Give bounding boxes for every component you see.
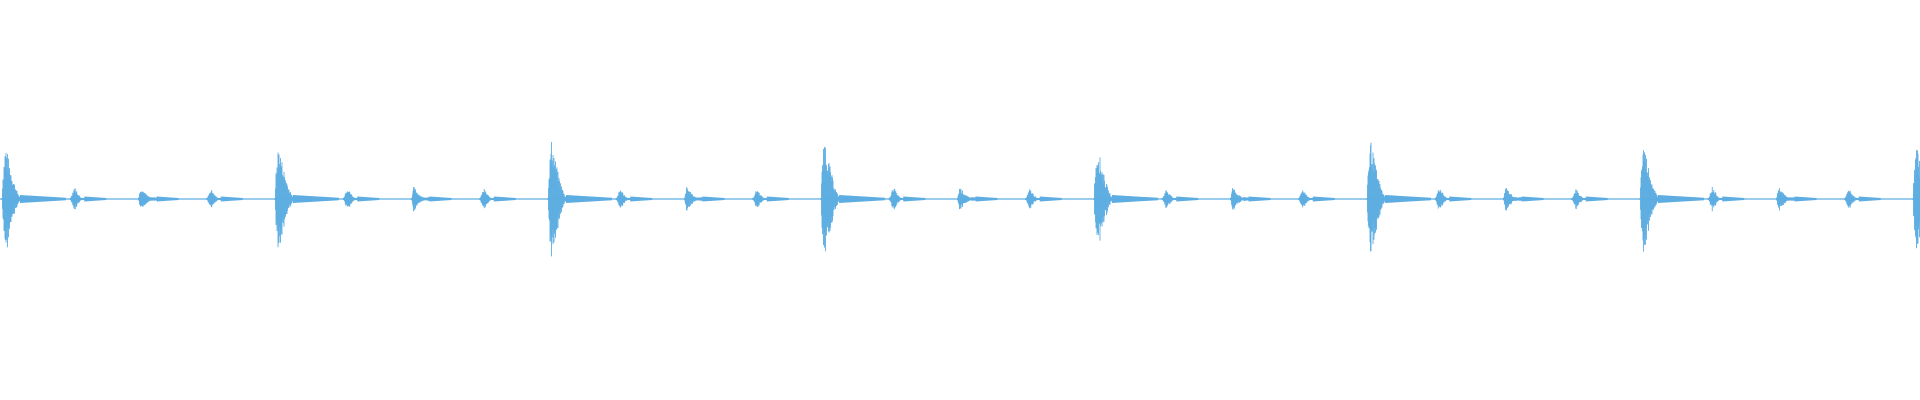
waveform-peak-swell [684, 187, 725, 211]
waveform-tail [493, 196, 516, 202]
waveform-peak-tick [1298, 190, 1335, 208]
waveform-tail [1449, 196, 1472, 202]
waveform-peak-swell [138, 191, 179, 207]
waveform-tail [220, 196, 243, 202]
waveform-tail [20, 195, 66, 203]
waveform-tail [975, 196, 998, 202]
waveform-peak-tick [752, 191, 789, 207]
waveform-tail [1039, 196, 1062, 202]
waveform-tail [1248, 196, 1271, 202]
waveform-tail [293, 195, 339, 203]
waveform-peak-tick [1571, 189, 1608, 209]
waveform-tail [1794, 196, 1817, 202]
waveform-peak-swell [1503, 188, 1544, 211]
waveform-tail [839, 195, 885, 203]
waveform-peak-kick [1912, 150, 1920, 249]
waveform-tail [903, 196, 926, 202]
waveform-peak-kick [1639, 150, 1704, 252]
waveform-peak-swell [1230, 188, 1271, 210]
waveform-peaks [1, 141, 1920, 257]
waveform-tail [84, 196, 107, 202]
waveform-tail [357, 196, 380, 202]
waveform-peak-swell [411, 187, 452, 212]
waveform-tail [1722, 196, 1745, 202]
waveform-tail [1385, 195, 1431, 203]
waveform-peak-tick [1161, 190, 1199, 208]
waveform-peak-tick [206, 190, 243, 208]
waveform-peak-kick [1093, 157, 1158, 241]
waveform-tail [1658, 195, 1704, 203]
waveform-peak-kick [274, 152, 339, 248]
waveform-tail [1521, 196, 1544, 202]
waveform-peak-kick [547, 141, 612, 257]
waveform-tail [1176, 196, 1199, 202]
waveform-tail [702, 196, 725, 202]
waveform-peak-tick [1707, 186, 1745, 212]
waveform-tail [156, 196, 179, 202]
waveform-peak-tick [888, 188, 926, 210]
waveform-tail [1112, 195, 1158, 203]
waveform-peak-tick [1025, 189, 1062, 209]
waveform-tail [1858, 196, 1881, 202]
waveform-peak-tick [1434, 189, 1472, 209]
waveform-tail [566, 195, 612, 203]
waveform-tail [766, 196, 789, 202]
waveform-tail [1585, 196, 1608, 202]
waveform-peak-kick [1366, 142, 1431, 252]
waveform-peak-tick [1844, 190, 1881, 208]
waveform-peak-tick [479, 189, 516, 209]
waveform-peak-kick [1, 152, 66, 248]
waveform-peak-tick [615, 190, 653, 208]
waveform-tail [429, 196, 452, 202]
waveform-tail [1312, 196, 1335, 202]
waveform-peak-tick [342, 191, 380, 207]
waveform-peak-swell [957, 188, 998, 210]
waveform-peak-kick [820, 146, 885, 252]
waveform-tail [630, 196, 653, 202]
waveform-peak-swell [1776, 188, 1817, 211]
waveform-peak-tick [69, 188, 107, 210]
